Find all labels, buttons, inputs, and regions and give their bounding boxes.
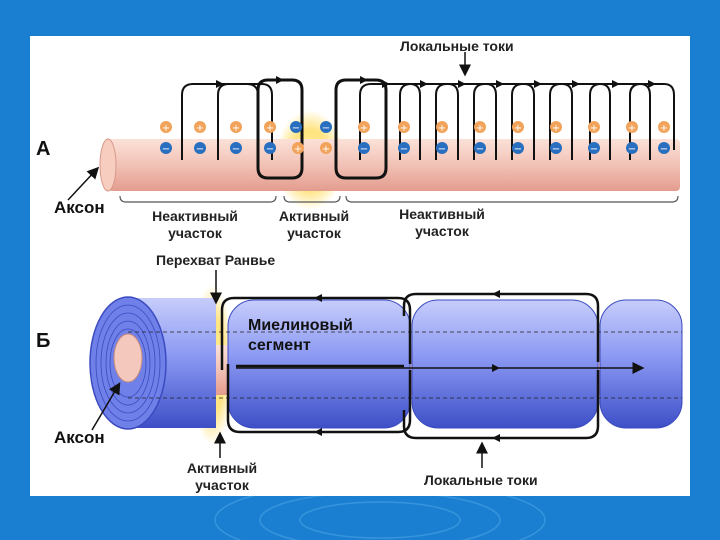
myelin-segment-2: [411, 299, 599, 429]
minus-charge-icon: −: [658, 142, 670, 155]
svg-text:−: −: [552, 144, 560, 155]
inactive-region-label-right: Неактивный участок: [384, 206, 500, 240]
svg-text:+: +: [438, 123, 446, 134]
active-b-line-2: участок: [195, 477, 249, 493]
svg-text:−: −: [196, 144, 204, 155]
panel-b-myelinated-axon: [89, 270, 683, 468]
minus-charge-icon: −: [436, 142, 448, 155]
plus-charge-icon: +: [512, 121, 524, 134]
svg-text:+: +: [514, 123, 522, 134]
minus-charge-icon: −: [230, 142, 242, 155]
svg-text:+: +: [628, 123, 636, 134]
local-currents-label-top: Локальные токи: [400, 38, 514, 54]
inactive-left-line-1: Неактивный: [152, 208, 238, 224]
svg-text:+: +: [476, 123, 484, 134]
charges-outer-row: + + + + − − + + + + + + + + +: [160, 121, 670, 134]
plus-charge-icon: +: [160, 121, 172, 134]
minus-charge-icon: −: [398, 142, 410, 155]
minus-charge-icon: −: [320, 121, 332, 134]
minus-charge-icon: −: [550, 142, 562, 155]
svg-text:−: −: [628, 144, 636, 155]
svg-text:+: +: [552, 123, 560, 134]
myelin-segment-label: Миелиновый сегмент: [248, 316, 378, 356]
minus-charge-icon: −: [358, 142, 370, 155]
svg-text:+: +: [196, 123, 204, 134]
svg-text:−: −: [400, 144, 408, 155]
region-brackets-a: [119, 195, 679, 203]
myelin-line-2: сегмент: [248, 337, 311, 354]
panel-a-unmyelinated-axon: + + + + − − + + + + + + + + + − − −: [67, 52, 680, 210]
panel-a-label: А: [36, 138, 51, 160]
plus-charge-icon: +: [588, 121, 600, 134]
svg-text:−: −: [232, 144, 240, 155]
minus-charge-icon: −: [290, 121, 302, 134]
myelin-lamellae: [95, 304, 161, 422]
active-region-label-b: Активный участок: [176, 460, 268, 494]
svg-text:−: −: [590, 144, 598, 155]
axon-pointer-a: [67, 166, 100, 201]
inactive-right-line-1: Неактивный: [399, 206, 485, 222]
loop-arrowheads-a: [216, 76, 656, 88]
minus-charge-icon: −: [588, 142, 600, 155]
minus-charge-icon: −: [264, 142, 276, 155]
svg-text:−: −: [322, 123, 330, 134]
plus-charge-icon: +: [194, 121, 206, 134]
local-currents-label-bottom: Локальные токи: [424, 472, 538, 488]
plus-charge-icon: +: [292, 142, 304, 155]
plus-charge-icon: +: [264, 121, 276, 134]
minus-charge-icon: −: [626, 142, 638, 155]
svg-text:−: −: [514, 144, 522, 155]
loop-arrowheads-b: [314, 290, 500, 442]
active-b-line-1: Активный: [186, 460, 258, 476]
plus-charge-icon: +: [320, 142, 332, 155]
charges-inner-row: − − − − + + − − − − − − − − −: [160, 142, 670, 155]
svg-text:−: −: [162, 144, 170, 155]
svg-text:+: +: [360, 123, 368, 134]
svg-text:+: +: [232, 123, 240, 134]
myelin-segment-3: [599, 299, 683, 429]
plus-charge-icon: +: [230, 121, 242, 134]
svg-text:−: −: [266, 144, 274, 155]
minus-charge-icon: −: [474, 142, 486, 155]
panel-b-label: Б: [36, 330, 51, 352]
active-region-label-a: Активный участок: [268, 208, 360, 242]
svg-text:+: +: [162, 123, 170, 134]
svg-text:+: +: [590, 123, 598, 134]
plus-charge-icon: +: [398, 121, 410, 134]
active-a-line-1: Активный: [278, 208, 350, 224]
axon-pointer-b: [91, 382, 121, 431]
plus-charge-icon: +: [474, 121, 486, 134]
svg-text:+: +: [294, 144, 302, 155]
svg-text:−: −: [660, 144, 668, 155]
active-a-line-2: участок: [287, 225, 341, 241]
plus-charge-icon: +: [626, 121, 638, 134]
node-of-ranvier-label: Перехват Ранвье: [156, 252, 276, 268]
inactive-right-line-2: участок: [415, 223, 469, 239]
svg-text:+: +: [266, 123, 274, 134]
svg-text:−: −: [360, 144, 368, 155]
minus-charge-icon: −: [194, 142, 206, 155]
svg-text:+: +: [400, 123, 408, 134]
svg-text:−: −: [292, 123, 300, 134]
axon-label-b: Аксон: [54, 428, 105, 447]
axon-label-a: Аксон: [54, 198, 105, 217]
svg-text:−: −: [438, 144, 446, 155]
svg-text:−: −: [476, 144, 484, 155]
plus-charge-icon: +: [436, 121, 448, 134]
inactive-left-line-2: участок: [168, 225, 222, 241]
svg-text:+: +: [660, 123, 668, 134]
axon-tube-a: [108, 139, 680, 191]
axon-cross-section: [113, 333, 143, 383]
plus-charge-icon: +: [658, 121, 670, 134]
svg-text:+: +: [322, 144, 330, 155]
plus-charge-icon: +: [358, 121, 370, 134]
inactive-region-label-left: Неактивный участок: [140, 208, 250, 242]
axon-end-a: [99, 138, 117, 192]
minus-charge-icon: −: [512, 142, 524, 155]
plus-charge-icon: +: [550, 121, 562, 134]
minus-charge-icon: −: [160, 142, 172, 155]
myelin-line-1: Миелиновый: [248, 317, 353, 334]
